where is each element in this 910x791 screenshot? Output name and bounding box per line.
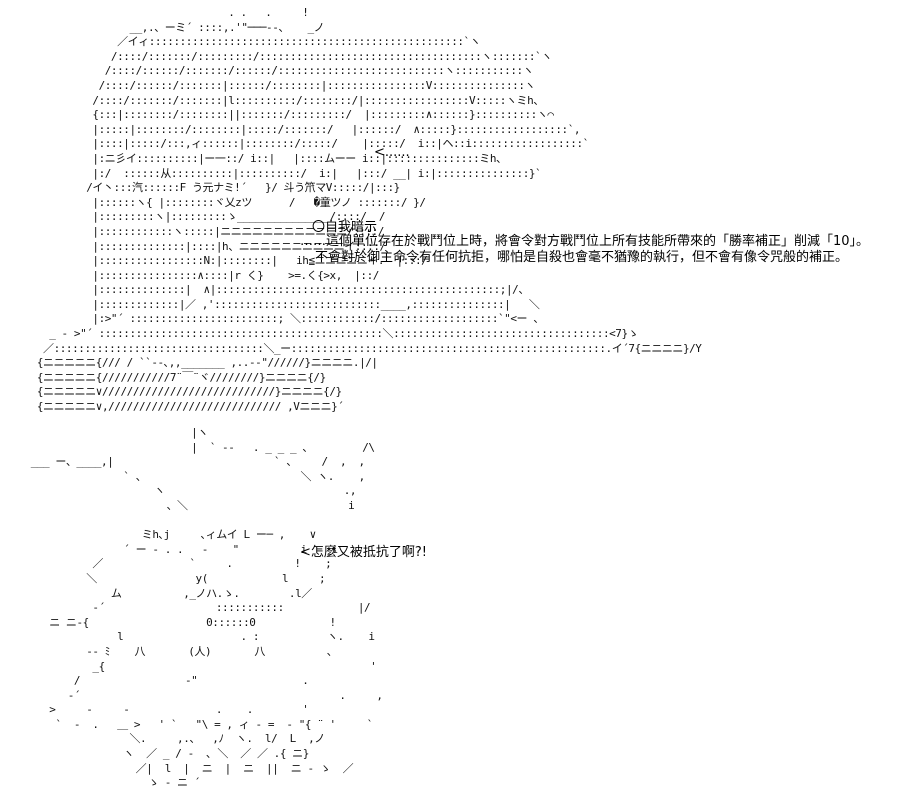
skill-description-line-1: ……這個單位存在於戰鬥位上時，將會令對方戰鬥位上所有技能所帶來的「勝率補正」削減… — [300, 234, 870, 249]
ascii-art-character-bottom: |ヽ | ` ‐‐ . _ _ _ 、 /\ ___ ー、____,| ` 、 … — [30, 426, 383, 790]
skill-description-line-2: 不會對於御主命令有任何抗拒，哪怕是自殺也會毫不猶豫的執行，但不會有像令咒般的補正… — [315, 250, 849, 265]
ascii-art-character-top: . . . ! __,.、ーミ´ ::::,.'"───‐-、 _ノ ／イィ::… — [36, 6, 702, 414]
speech-arrow: <...... — [374, 145, 410, 160]
speech-line: <怎麼又被抵抗了啊?! — [300, 545, 428, 560]
skill-title: 〇自我暗示 — [312, 220, 378, 235]
